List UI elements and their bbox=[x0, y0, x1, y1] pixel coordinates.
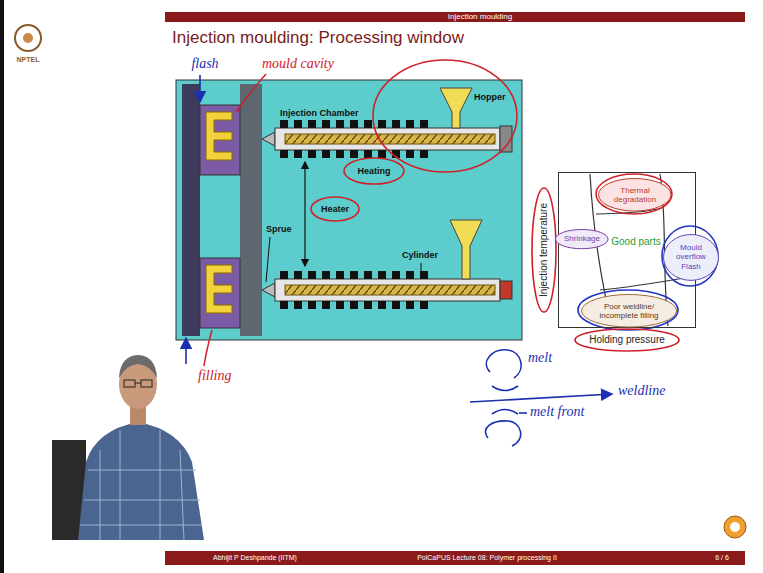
part-label: Injection Chamber bbox=[280, 108, 359, 118]
region-text: Shrinkage bbox=[563, 233, 601, 244]
iitm-logo bbox=[724, 516, 746, 538]
glasses bbox=[135, 383, 141, 384]
footer-text: 6 / 6 bbox=[715, 554, 729, 562]
ink-dash bbox=[519, 412, 527, 414]
part-label: Cylinder bbox=[402, 250, 438, 260]
slide-title: Injection moulding: Processing window bbox=[172, 28, 464, 48]
handwritten-note: melt front bbox=[530, 404, 584, 420]
footer-text: PolCaPUS Lecture 08: Polymer processing … bbox=[417, 554, 557, 562]
region-text: Poor weldline/ incomplete filling bbox=[593, 301, 665, 321]
nozzle bbox=[262, 283, 275, 297]
region-oval: Mould overflow Flash bbox=[663, 234, 719, 281]
footer-bar bbox=[165, 551, 745, 565]
nozzle bbox=[262, 132, 275, 146]
nptel-logo bbox=[15, 25, 41, 51]
nptel-logo-core bbox=[23, 33, 33, 43]
ink-sketch bbox=[492, 386, 518, 391]
iitm-logo-core bbox=[730, 522, 740, 532]
ink-circle bbox=[344, 158, 404, 184]
glasses bbox=[124, 380, 135, 387]
heater-bands bbox=[280, 150, 434, 158]
ink-circle bbox=[311, 197, 359, 221]
ink-sketch bbox=[492, 410, 518, 415]
region-oval: Thermal degradation bbox=[598, 178, 672, 212]
region-oval: Poor weldline/ incomplete filling bbox=[581, 294, 677, 328]
ink-sketch bbox=[486, 350, 521, 378]
logo-text: NPTEL bbox=[17, 56, 40, 64]
oval-shape bbox=[556, 229, 609, 248]
presenter-shirt bbox=[78, 422, 204, 540]
oval-shape bbox=[664, 234, 719, 280]
sprue-leader bbox=[266, 237, 270, 282]
hopper bbox=[450, 220, 482, 279]
heater-bands bbox=[280, 120, 434, 128]
left-edge-bar bbox=[0, 0, 4, 573]
oval-shape bbox=[582, 295, 677, 328]
region-oval: Shrinkage bbox=[555, 229, 609, 249]
region-text: Mould overflow Flash bbox=[671, 242, 711, 272]
part-label: Heating bbox=[357, 166, 390, 176]
part-label: Hopper bbox=[474, 92, 506, 102]
ink-arrow bbox=[199, 75, 201, 102]
ink-circle bbox=[596, 174, 672, 214]
cylinder-leader bbox=[421, 263, 422, 277]
header-bar bbox=[165, 12, 745, 22]
processing-window: Good partsThermal degradationShrinkageMo… bbox=[558, 172, 696, 328]
heater-bands bbox=[280, 301, 434, 309]
piston-cap bbox=[500, 281, 512, 299]
ink-arrow bbox=[470, 394, 612, 402]
ink-circle bbox=[662, 226, 718, 286]
oval-shape bbox=[599, 179, 672, 212]
handwritten-note: mould cavity bbox=[262, 56, 334, 72]
mould-half bbox=[200, 258, 240, 328]
handwritten-note: melt bbox=[528, 350, 552, 366]
ink-arrow bbox=[185, 338, 187, 364]
barrel bbox=[275, 128, 500, 150]
heater-leader bbox=[304, 162, 305, 266]
part-label: Sprue bbox=[266, 224, 292, 234]
part-label: Heater bbox=[321, 204, 349, 214]
ink-sketch bbox=[485, 421, 520, 446]
ink-line bbox=[236, 74, 266, 112]
stationary-platen bbox=[240, 84, 262, 336]
presenter-hair bbox=[119, 355, 157, 378]
header-text: Injection moulding bbox=[448, 12, 512, 21]
heater-bands bbox=[280, 271, 434, 279]
machine-panel bbox=[176, 80, 522, 340]
barrel bbox=[275, 279, 500, 301]
screw bbox=[285, 285, 495, 295]
mould-half bbox=[200, 105, 240, 175]
moving-platen bbox=[182, 84, 200, 336]
handwritten-note: weldline bbox=[618, 383, 665, 399]
ink-circle bbox=[373, 60, 517, 172]
region-text: Thermal degradation bbox=[608, 185, 662, 205]
mould-cavity bbox=[206, 112, 232, 160]
axis-label: Injection temperature bbox=[538, 203, 550, 297]
footer-text: Abhijit P Deshpande (IITM) bbox=[213, 554, 297, 562]
ink-circle bbox=[575, 329, 679, 351]
ink-circle bbox=[532, 188, 556, 312]
region-label: Good parts bbox=[610, 235, 661, 249]
axis-label: Holding pressure bbox=[589, 334, 665, 346]
mould-cavity bbox=[206, 265, 232, 313]
screw bbox=[285, 134, 495, 144]
shirt-check bbox=[80, 430, 202, 540]
handwritten-note: filling bbox=[198, 368, 231, 384]
glasses bbox=[141, 380, 152, 387]
hopper bbox=[440, 88, 472, 128]
handwritten-note: flash bbox=[191, 56, 218, 72]
ink-circle bbox=[578, 290, 678, 330]
ink-line bbox=[204, 330, 212, 366]
